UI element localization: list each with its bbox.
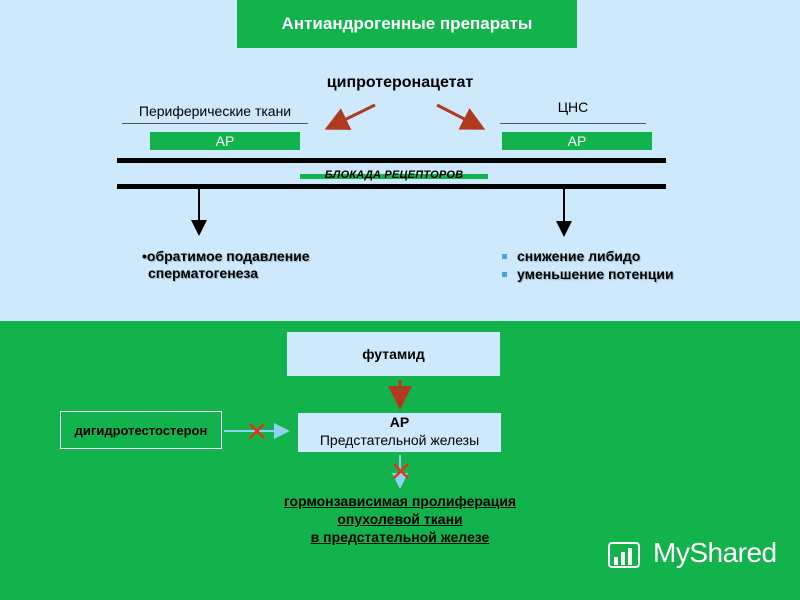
peripheral-effect-line: сперматогенеза [148, 265, 258, 281]
cns-effect-text: уменьшение потенции [517, 266, 674, 282]
outcome-line: гормонзависимая пролиферация [283, 493, 517, 509]
peripheral-effects: •обратимое подавление сперматогенеза [142, 248, 362, 282]
outcome-text: гормонзависимая пролиферация опухолевой … [240, 492, 560, 546]
square-bullet-icon [502, 253, 507, 259]
prostate-receptor-abbrev: АР [389, 414, 410, 430]
cns-effect-item: уменьшение потенции [502, 265, 742, 283]
block-cross-icon [249, 423, 265, 439]
prostate-receptor-box: АР Предстательной железы [298, 413, 501, 452]
peripheral-tissues-label: Периферические ткани [138, 103, 292, 119]
peripheral-receptor-box: АР [150, 132, 300, 150]
flutamide-box: футамид [287, 332, 500, 376]
peripheral-effect-line: •обратимое подавление [142, 248, 310, 264]
cyproterone-label: ципротеронацетат [326, 74, 474, 91]
membrane-line-bottom [117, 184, 666, 189]
cns-receptor-box: АР [502, 132, 652, 150]
cns-effect-text: снижение либидо [517, 248, 641, 264]
arrow-to-peripheral [324, 103, 376, 130]
slide-title: Антиандрогенные препараты [237, 0, 577, 48]
watermark-text: MyShared [653, 537, 777, 568]
square-bullet-icon [502, 271, 507, 277]
blockade-label: БЛОКАДА РЕЦЕПТОРОВ [324, 169, 464, 181]
outcome-line: в предстательной железе [310, 529, 490, 545]
cns-label: ЦНС [557, 99, 589, 115]
peripheral-underline [122, 123, 308, 124]
cns-effect-item: снижение либидо [502, 247, 742, 265]
cns-underline [500, 123, 646, 124]
cns-effects: снижение либидо уменьшение потенции [502, 247, 742, 283]
prostate-receptor-desc: Предстательной железы [319, 432, 480, 448]
block-cross-icon [393, 463, 409, 479]
outcome-line: опухолевой ткани [337, 511, 463, 527]
watermark-logo-icon [608, 542, 640, 568]
blockade-bar [300, 174, 488, 179]
dht-box: дигидротестостерон [60, 411, 222, 449]
arrow-to-cns [436, 103, 486, 130]
membrane-line-top [117, 158, 666, 163]
